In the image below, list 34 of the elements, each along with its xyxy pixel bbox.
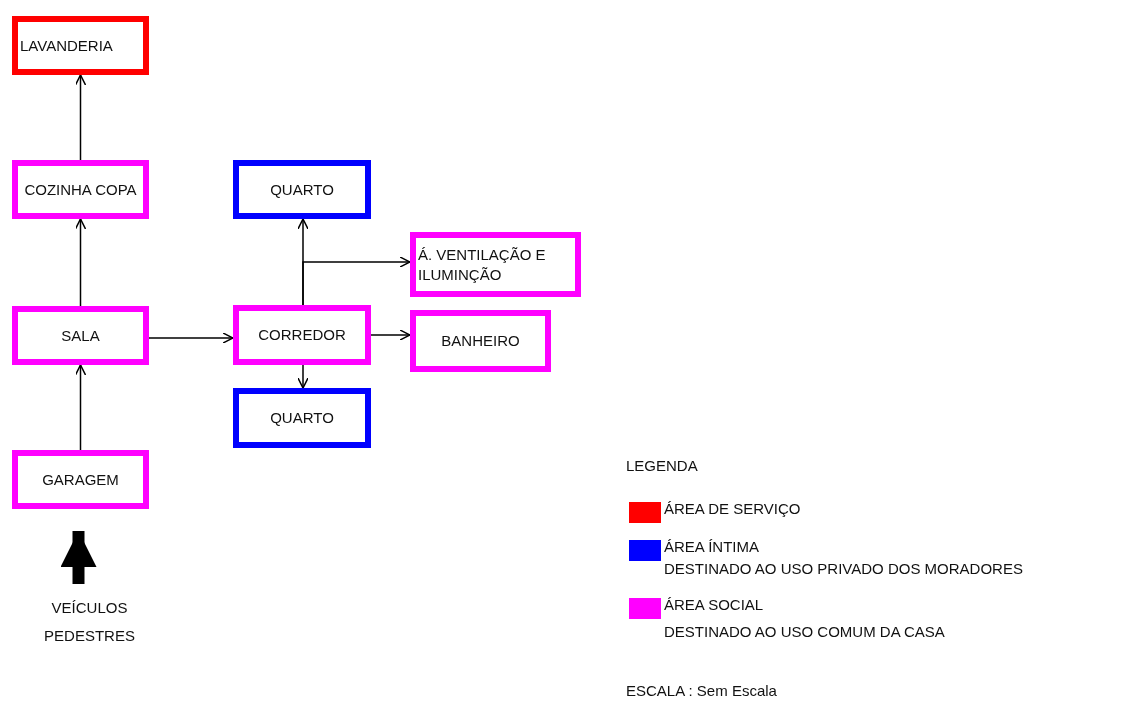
room-name: Á. VENTILAÇÃO E ILUMINÇÃO	[418, 244, 546, 285]
room-box	[233, 388, 371, 448]
room-name: GARAGEM	[42, 469, 119, 490]
entrance-text: VEÍCULOS PEDESTRES	[43, 598, 136, 646]
room-name: SALA	[61, 325, 100, 346]
room-name: COZINHA COPA	[24, 179, 137, 200]
room-name: BANHEIRO	[441, 331, 520, 351]
scale-note: ESCALA : Sem Escala	[626, 682, 777, 699]
room-box	[12, 306, 149, 365]
arrow	[297, 364, 309, 389]
room-box	[410, 310, 551, 372]
arrow	[302, 256, 411, 306]
legend-label: ÁREA ÍNTIMA	[664, 538, 760, 555]
arrow	[74, 218, 87, 307]
room-name: QUARTO	[270, 408, 334, 428]
legend-label: ÁREA SOCIAL	[664, 596, 764, 613]
room-box	[410, 232, 581, 297]
room-name: CORREDOR	[258, 325, 346, 345]
arrow	[370, 329, 411, 341]
room-box	[12, 450, 149, 509]
legend-label: ÁREA DE SERVIÇO	[664, 500, 801, 517]
room-box	[12, 160, 149, 219]
arrow	[74, 364, 87, 451]
arrow	[74, 74, 87, 161]
legend-description: DESTINADO AO USO PRIVADO DOS MORADORES	[664, 560, 1023, 577]
arrow	[148, 332, 234, 344]
room-box	[233, 160, 371, 219]
entrance-arrow	[60, 531, 97, 584]
room-box	[233, 305, 371, 365]
legend-title: LEGENDA	[626, 457, 698, 474]
room-name: LAVANDERIA	[20, 35, 113, 56]
room-box	[12, 16, 149, 75]
room-name: QUARTO	[270, 179, 334, 200]
legend-description: DESTINADO AO USO COMUM DA CASA	[664, 623, 945, 640]
